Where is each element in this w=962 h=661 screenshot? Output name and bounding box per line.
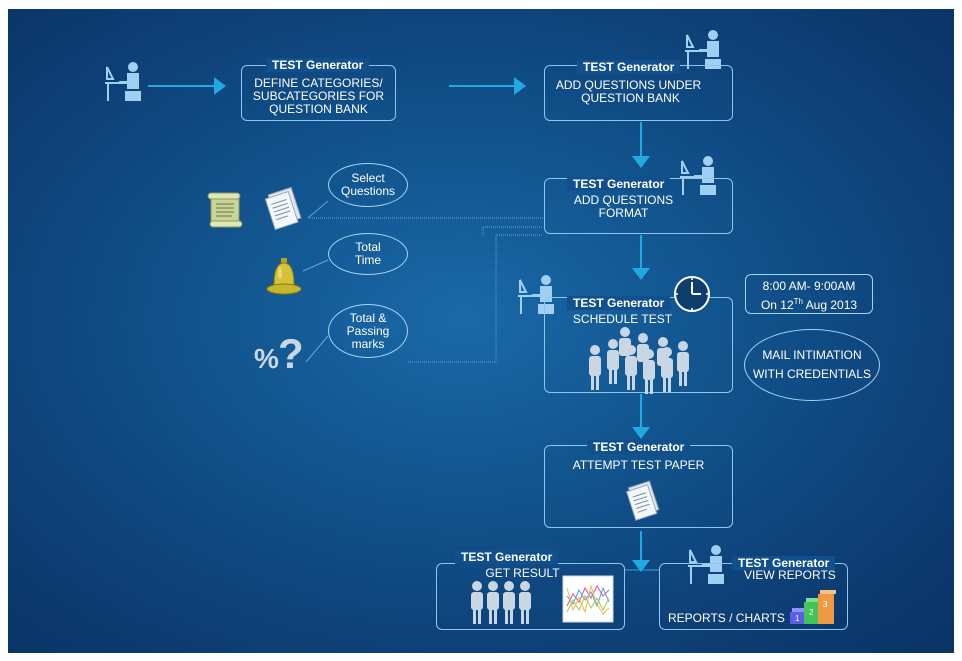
box-text-line-1: VIEW REPORTS xyxy=(744,568,836,582)
view-reports-box: TEST Generator VIEW REPORTS REPORTS / CH… xyxy=(659,556,848,630)
box-text-line-2: QUESTION BANK xyxy=(581,91,680,105)
schedule-time-note: 8:00 AM- 9:00AM On 12Th Aug 2013 xyxy=(745,274,873,314)
ellipse-line-3: marks xyxy=(351,336,385,351)
connectors xyxy=(148,77,659,572)
scroll-icon xyxy=(207,192,243,228)
attempt-test-box: TEST Generator ATTEMPT TEST PAPER xyxy=(544,440,733,528)
box-text-line-1: DEFINE CATEGORIES/ xyxy=(254,76,383,90)
podium-label-1: 1 xyxy=(795,614,800,623)
box-title: TEST Generator xyxy=(587,440,691,454)
box-title: TEST Generator xyxy=(577,60,681,74)
ellipse-line-2: Passing xyxy=(346,323,390,338)
bell-icon xyxy=(266,258,302,295)
line-marks-to-format xyxy=(408,234,543,363)
total-time-ellipse: Total Time xyxy=(328,233,408,275)
select-questions-ellipse: Select Questions xyxy=(328,163,408,207)
box-title: TEST Generator xyxy=(732,556,836,570)
flow-diagram: TEST Generator DEFINE CATEGORIES/ SUBCAT… xyxy=(8,9,954,653)
user-at-desk-icon xyxy=(680,156,716,195)
clock-icon xyxy=(674,276,710,312)
people-group-icon xyxy=(471,581,531,624)
document-icon xyxy=(264,186,302,231)
ellipse-line-2: WITH CREDENTIALS xyxy=(752,367,871,381)
box-text-line-1: ADD QUESTIONS UNDER xyxy=(555,78,702,92)
podium-chart-icon: 1 2 3 xyxy=(790,590,836,624)
box-title: TEST Generator xyxy=(567,296,671,310)
get-result-box: TEST Generator GET RESULT xyxy=(436,550,625,630)
define-categories-box: TEST Generator DEFINE CATEGORIES/ SUBCAT… xyxy=(241,58,396,121)
schedule-test-box: TEST Generator SCHEDULE TEST xyxy=(544,296,733,394)
box-text-line-2: SUBCATEGORIES FOR xyxy=(252,89,385,103)
add-questions-format-box: TEST Generator ADD QUESTIONS FORMAT xyxy=(544,177,733,234)
podium-label-3: 3 xyxy=(823,600,828,609)
result-chart-icon xyxy=(562,575,614,623)
box-text-line-2: FORMAT xyxy=(598,206,649,220)
schedule-time: 8:00 AM- 9:00AM xyxy=(762,279,856,293)
people-group-icon xyxy=(589,327,689,394)
ellipse-line-1: Total & xyxy=(349,310,387,325)
box-title: TEST Generator xyxy=(455,550,559,564)
user-at-desk-icon xyxy=(105,62,141,101)
box-text-line-1: ADD QUESTIONS xyxy=(573,193,674,207)
ellipse-line-1: Total xyxy=(355,240,381,254)
ellipse-line-2: Questions xyxy=(340,184,396,198)
document-icon xyxy=(625,480,660,521)
add-questions-box: TEST Generator ADD QUESTIONS UNDER QUEST… xyxy=(544,60,733,121)
box-title: TEST Generator xyxy=(266,58,370,72)
question-mark-icon: ? xyxy=(278,330,304,377)
user-at-desk-icon xyxy=(685,30,721,69)
ellipse-line-1: MAIL INTIMATION xyxy=(762,348,862,362)
user-at-desk-icon xyxy=(688,545,724,584)
box-title: TEST Generator xyxy=(567,177,671,191)
box-text-line-2: REPORTS / CHARTS xyxy=(668,611,785,625)
schedule-date: On 12Th Aug 2013 xyxy=(760,297,858,312)
ellipse-line-1: Select xyxy=(351,171,385,185)
podium-label-2: 2 xyxy=(809,608,814,617)
box-text-line-1: ATTEMPT TEST PAPER xyxy=(572,458,705,472)
ellipse-line-2: Time xyxy=(354,253,382,267)
mail-intimation-ellipse: MAIL INTIMATION WITH CREDENTIALS xyxy=(744,329,880,401)
box-text-line-1: SCHEDULE TEST xyxy=(572,312,673,326)
box-text-line-1: GET RESULT xyxy=(485,566,560,580)
box-text-line-3: QUESTION BANK xyxy=(269,102,368,116)
total-passing-marks-ellipse: Total & Passing marks xyxy=(328,304,408,358)
percent-icon: % xyxy=(254,343,279,374)
line-time-to-format xyxy=(482,226,543,235)
